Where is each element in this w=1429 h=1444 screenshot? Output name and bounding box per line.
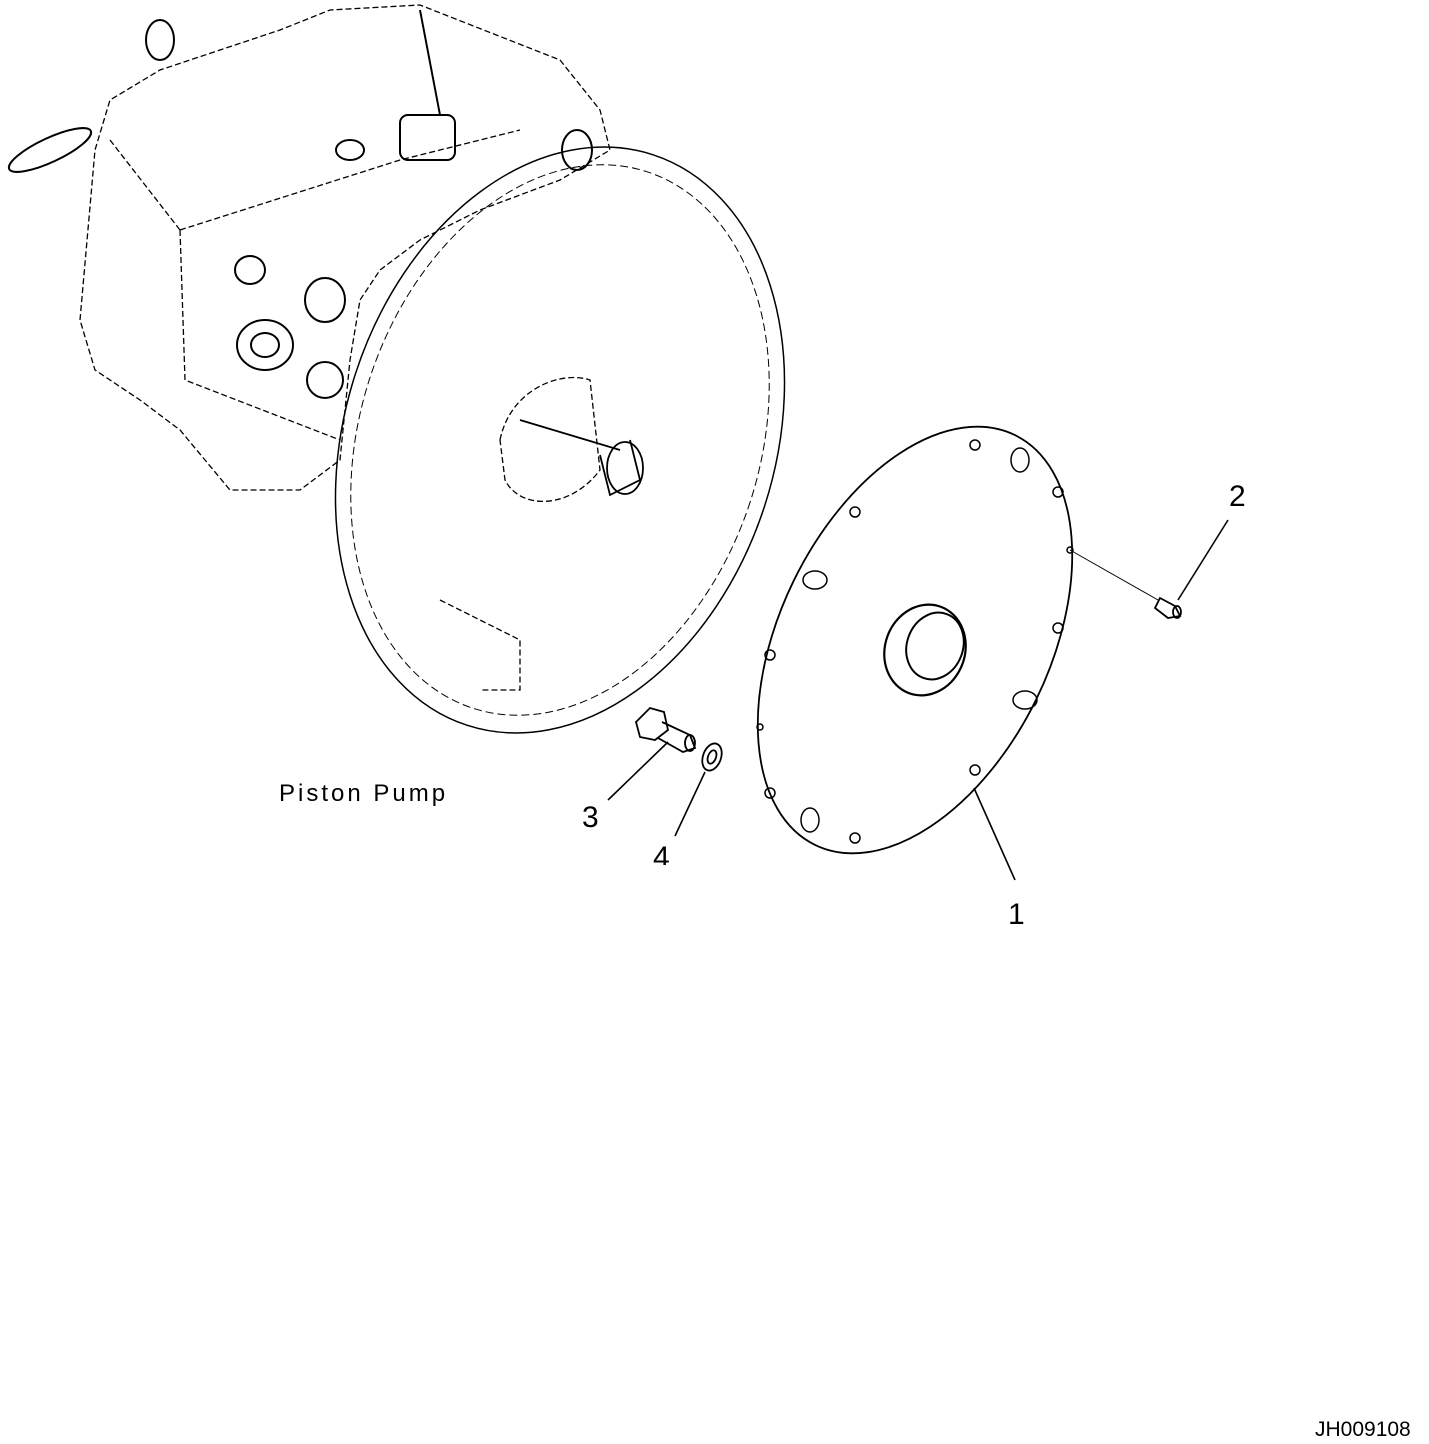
callout-2: 2 bbox=[1229, 480, 1246, 513]
washer-part-4 bbox=[701, 742, 723, 772]
leader-lines bbox=[607, 519, 1229, 881]
piston-pump-caption: Piston Pump bbox=[279, 780, 449, 807]
plate-part-1 bbox=[756, 425, 1074, 855]
piston-pump-illustration bbox=[7, 4, 786, 734]
bolt-part-3 bbox=[634, 706, 697, 753]
callout-4: 4 bbox=[653, 841, 670, 866]
drawing-number: JH009108 bbox=[1315, 1418, 1411, 1441]
callout-1: 1 bbox=[1008, 898, 1025, 931]
callout-3: 3 bbox=[582, 801, 599, 834]
pin-part-2 bbox=[1153, 596, 1182, 619]
